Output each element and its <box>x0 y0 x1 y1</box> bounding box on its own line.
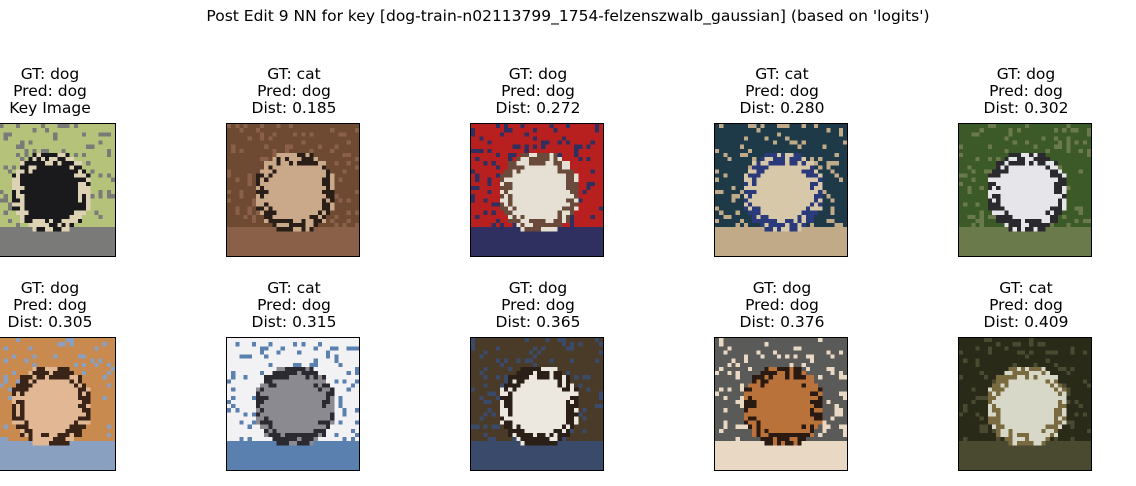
panel-note-label: Dist: 0.272 <box>495 99 581 117</box>
panel-gt-label: GT: dog <box>508 279 568 297</box>
neighbor-thumbnail <box>226 123 360 257</box>
panel-pred-label: Pred: dog <box>745 82 819 100</box>
panel-note-label: Dist: 0.376 <box>739 313 825 331</box>
panel-pred-label: Pred: dog <box>13 82 87 100</box>
panel-gt-label: GT: dog <box>20 279 80 297</box>
panel-pred-label: Pred: dog <box>13 296 87 314</box>
panel-pred-label: Pred: dog <box>989 82 1063 100</box>
panel-gt-label: GT: cat <box>267 65 321 83</box>
panel-gt-label: GT: cat <box>755 65 809 83</box>
panel-note-label: Dist: 0.315 <box>251 313 337 331</box>
panel-pred-label: Pred: dog <box>989 296 1063 314</box>
neighbor-thumbnail <box>958 337 1092 471</box>
panel-note-label: Dist: 0.305 <box>7 313 93 331</box>
panel-note-label: Dist: 0.365 <box>495 313 581 331</box>
neighbor-thumbnail <box>226 337 360 471</box>
neighbor-thumbnail <box>714 123 848 257</box>
panel-pred-label: Pred: dog <box>501 82 575 100</box>
panel-pred-label: Pred: dog <box>257 82 331 100</box>
panel-note-label: Key Image <box>9 99 91 117</box>
panel-pred-label: Pred: dog <box>257 296 331 314</box>
panel-gt-label: GT: dog <box>20 65 80 83</box>
panel-gt-label: GT: dog <box>752 279 812 297</box>
panel-gt-label: GT: dog <box>996 65 1056 83</box>
neighbor-thumbnail <box>470 337 604 471</box>
neighbor-thumbnail <box>0 123 116 257</box>
panel-pred-label: Pred: dog <box>501 296 575 314</box>
panel-note-label: Dist: 0.185 <box>251 99 337 117</box>
panel-note-label: Dist: 0.409 <box>983 313 1069 331</box>
neighbor-thumbnail <box>0 337 116 471</box>
figure-title: Post Edit 9 NN for key [dog-train-n02113… <box>206 7 930 25</box>
panel-pred-label: Pred: dog <box>745 296 819 314</box>
neighbor-thumbnail <box>958 123 1092 257</box>
panel-note-label: Dist: 0.302 <box>983 99 1069 117</box>
panel-note-label: Dist: 0.280 <box>739 99 825 117</box>
panel-gt-label: GT: cat <box>267 279 321 297</box>
panel-gt-label: GT: dog <box>508 65 568 83</box>
neighbor-thumbnail <box>714 337 848 471</box>
panel-gt-label: GT: cat <box>999 279 1053 297</box>
neighbor-thumbnail <box>470 123 604 257</box>
